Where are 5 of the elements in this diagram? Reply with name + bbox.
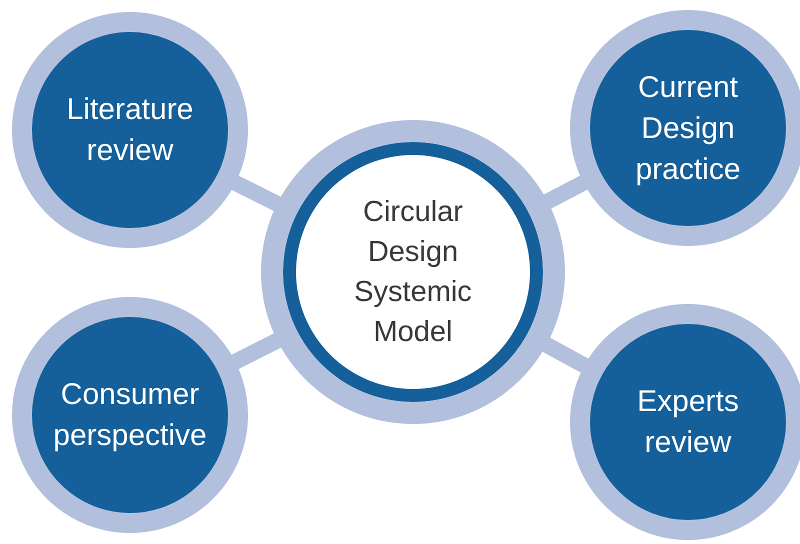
node-label: Literature review [66, 92, 194, 169]
node-label: Circular Design Systemic Model [353, 195, 473, 350]
node-label: Consumer perspective [52, 377, 208, 454]
node-label: Current Design practice [634, 70, 742, 188]
node-label: Experts review [636, 384, 740, 461]
